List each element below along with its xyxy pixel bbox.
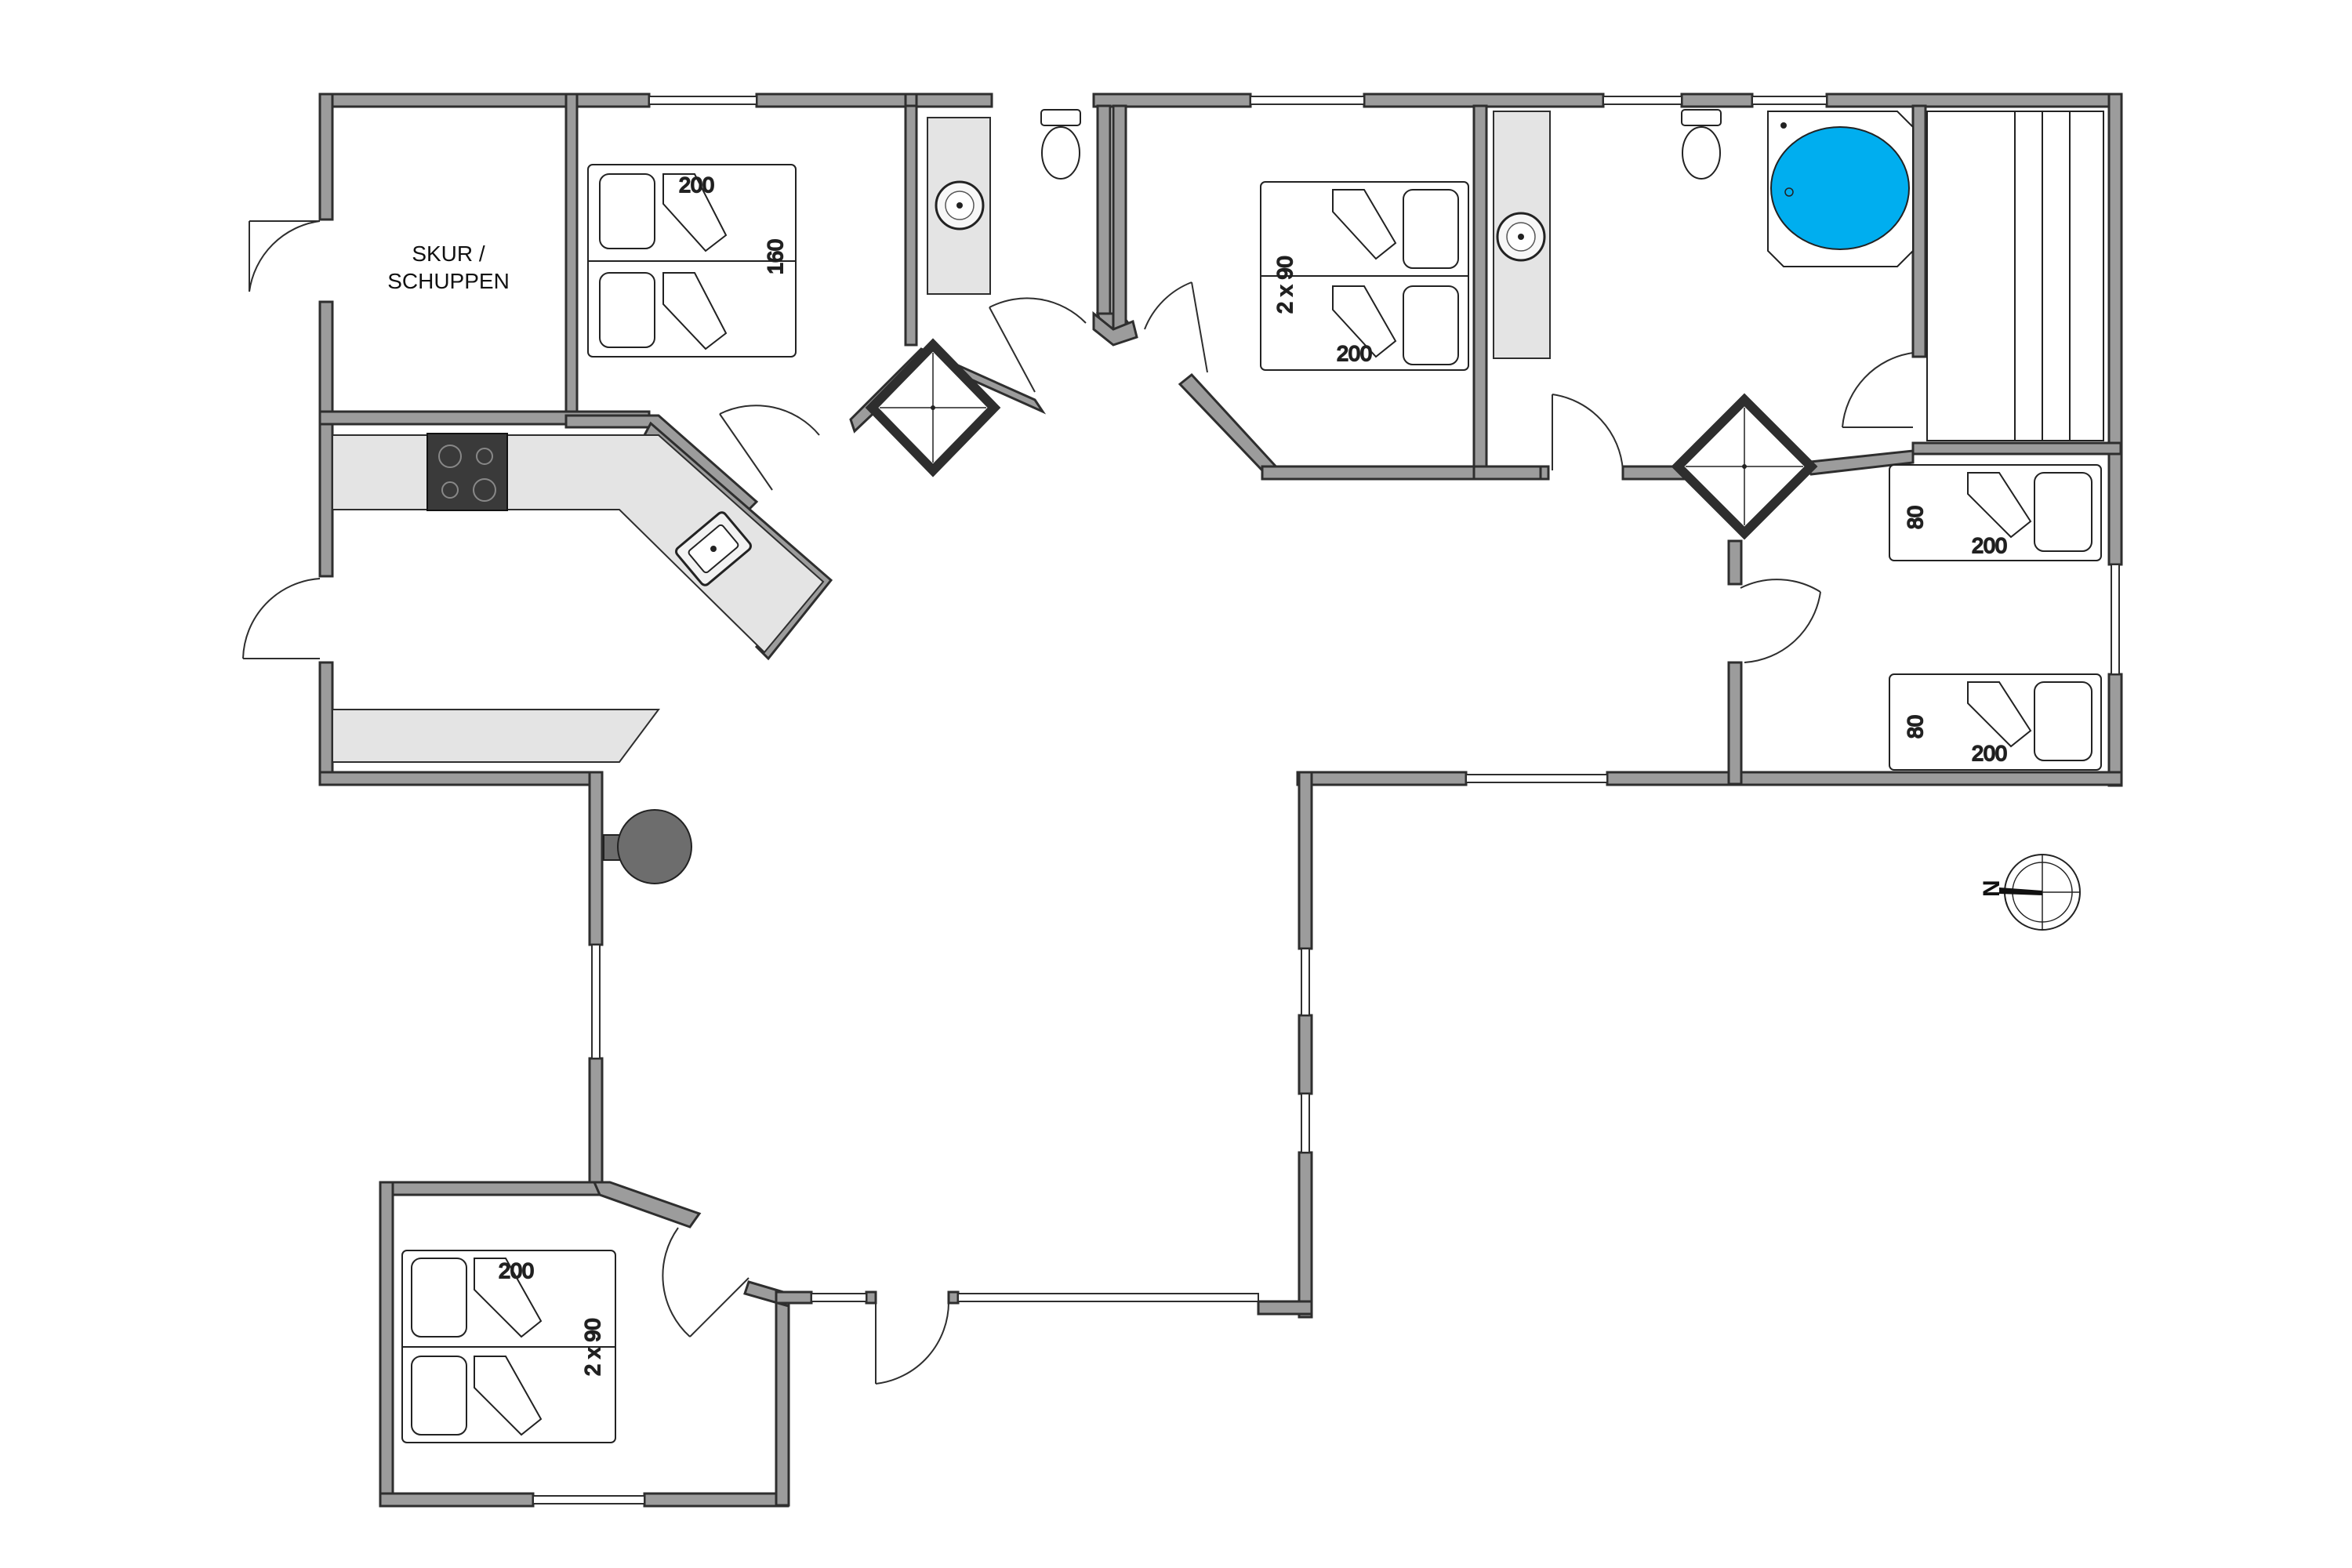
door-icon bbox=[249, 220, 321, 292]
wall-top-1 bbox=[318, 93, 651, 108]
wall-bedroom-bl-top bbox=[379, 1181, 601, 1196]
wall-entry-bottom-2 bbox=[865, 1290, 877, 1305]
bed-length-label: 200 bbox=[1972, 742, 2007, 765]
compass-north-label: N bbox=[1979, 880, 2005, 897]
wall-bath1-left bbox=[904, 104, 918, 347]
chimney-icon bbox=[603, 809, 692, 884]
bathtub-icon bbox=[1767, 111, 1914, 267]
sauna-benches bbox=[1926, 111, 2104, 441]
bathroom-fixtures bbox=[865, 109, 2104, 540]
door-icon bbox=[1740, 579, 1821, 663]
toilet-icon bbox=[1040, 109, 1081, 180]
wall-left-3 bbox=[318, 661, 334, 786]
wall-angle-center bbox=[1092, 310, 1138, 347]
wall-bed2-right bbox=[1472, 104, 1488, 480]
sink-icon bbox=[1496, 212, 1546, 262]
window-top-4 bbox=[1751, 96, 1828, 105]
wall-shed-right bbox=[564, 93, 579, 417]
door-icon bbox=[1552, 394, 1624, 471]
window-top-3 bbox=[1602, 96, 1682, 105]
window-top-1 bbox=[648, 96, 757, 105]
wall-bedroom-bl-bottom-2 bbox=[643, 1492, 789, 1508]
wall-bath2-bottom bbox=[1472, 465, 1542, 481]
shed-label-line1: SKUR / bbox=[412, 241, 485, 266]
wall-right-1 bbox=[2107, 93, 2123, 566]
beds: 200 160 200 2 x 90 200 80 200 bbox=[401, 164, 2102, 1443]
wall-top-5 bbox=[1680, 93, 1754, 108]
compass-icon: N bbox=[1979, 854, 2081, 931]
stove-icon bbox=[426, 433, 508, 511]
bed-width-label: 160 bbox=[764, 239, 787, 274]
wall-left-2 bbox=[318, 300, 334, 578]
twin-beds: 200 2 x 90 bbox=[1260, 181, 1469, 371]
shower-icon bbox=[865, 338, 1001, 477]
window-right-lower bbox=[1465, 774, 1608, 783]
wall-bedroom-bl-diag bbox=[592, 1181, 702, 1229]
bed-width-label: 80 bbox=[1904, 715, 1927, 739]
twin-beds: 200 2 x 90 bbox=[401, 1250, 616, 1443]
wall-living-right-2 bbox=[1298, 1014, 1313, 1095]
window-top-2 bbox=[1250, 96, 1365, 105]
bed-width-label: 2 x 90 bbox=[581, 1318, 604, 1376]
wall-top-6 bbox=[1825, 93, 2122, 108]
wall-entry-bottom-3 bbox=[947, 1290, 960, 1305]
window-entry-1 bbox=[811, 1293, 867, 1302]
window-entry-2 bbox=[957, 1293, 1259, 1302]
double-bed: 200 160 bbox=[587, 164, 797, 358]
wall-right-rooms-v-1 bbox=[1727, 539, 1743, 586]
window-living-right-1 bbox=[1301, 948, 1310, 1016]
wall-right-2 bbox=[2107, 673, 2123, 787]
doors bbox=[242, 220, 1914, 1385]
sink-icon bbox=[675, 511, 752, 586]
wall-living-left-2 bbox=[588, 1057, 604, 1193]
wall-sauna-left bbox=[1911, 104, 1927, 358]
door-icon bbox=[242, 578, 321, 659]
shower-icon bbox=[1671, 393, 1818, 540]
wall-right-rooms-v-2 bbox=[1727, 661, 1743, 786]
wall-living-right-1 bbox=[1298, 771, 1313, 950]
bed-width-label: 2 x 90 bbox=[1273, 256, 1297, 314]
wall-sauna-bottom bbox=[1911, 441, 2122, 456]
wall-bedroom-bl-bottom-1 bbox=[379, 1492, 535, 1508]
window-right bbox=[2111, 564, 2120, 675]
wall-bed2-diag bbox=[1178, 372, 1283, 472]
window-bedroom-bl bbox=[532, 1495, 645, 1504]
window-living-right-2 bbox=[1301, 1093, 1310, 1153]
wall-bath1-right bbox=[1096, 104, 1112, 319]
door-icon bbox=[989, 297, 1087, 393]
bed-length-label: 200 bbox=[679, 173, 714, 197]
sink-icon bbox=[935, 180, 985, 230]
shed-label-line2: SCHUPPEN bbox=[387, 269, 510, 293]
door-icon bbox=[1842, 352, 1914, 428]
windows bbox=[532, 96, 2120, 1504]
single-bed: 200 80 bbox=[1889, 673, 2102, 771]
wall-living-left-1 bbox=[588, 771, 604, 946]
wall-living-right-3 bbox=[1298, 1151, 1313, 1319]
door-icon bbox=[662, 1227, 750, 1338]
bed-length-label: 200 bbox=[499, 1259, 534, 1283]
wall-bedroom-bl-right bbox=[775, 1292, 790, 1507]
wall-top-2 bbox=[755, 93, 993, 108]
single-bed: 200 80 bbox=[1889, 464, 2102, 561]
dining-counter bbox=[332, 709, 660, 763]
toilet-icon bbox=[1681, 109, 1722, 180]
wall-bed2-left bbox=[1112, 104, 1127, 331]
wall-left-lower bbox=[318, 771, 604, 786]
bed-length-label: 200 bbox=[1337, 342, 1372, 365]
door-icon bbox=[719, 405, 820, 491]
wall-entry-bottom-1 bbox=[775, 1290, 813, 1305]
wall-living-bottom bbox=[1257, 1300, 1313, 1316]
door-icon bbox=[1144, 281, 1208, 373]
window-living-left bbox=[591, 944, 601, 1059]
wall-right-lower-1 bbox=[1606, 771, 2123, 786]
wall-bedroom-bl-left bbox=[379, 1181, 394, 1505]
kitchen bbox=[332, 433, 825, 763]
wall-right-lower-2 bbox=[1296, 771, 1468, 786]
door-icon bbox=[875, 1300, 950, 1385]
wall-left-1 bbox=[318, 93, 334, 221]
bed-length-label: 200 bbox=[1972, 534, 2007, 557]
shed-label: SKUR / SCHUPPEN bbox=[387, 241, 510, 293]
bed-width-label: 80 bbox=[1904, 506, 1927, 529]
